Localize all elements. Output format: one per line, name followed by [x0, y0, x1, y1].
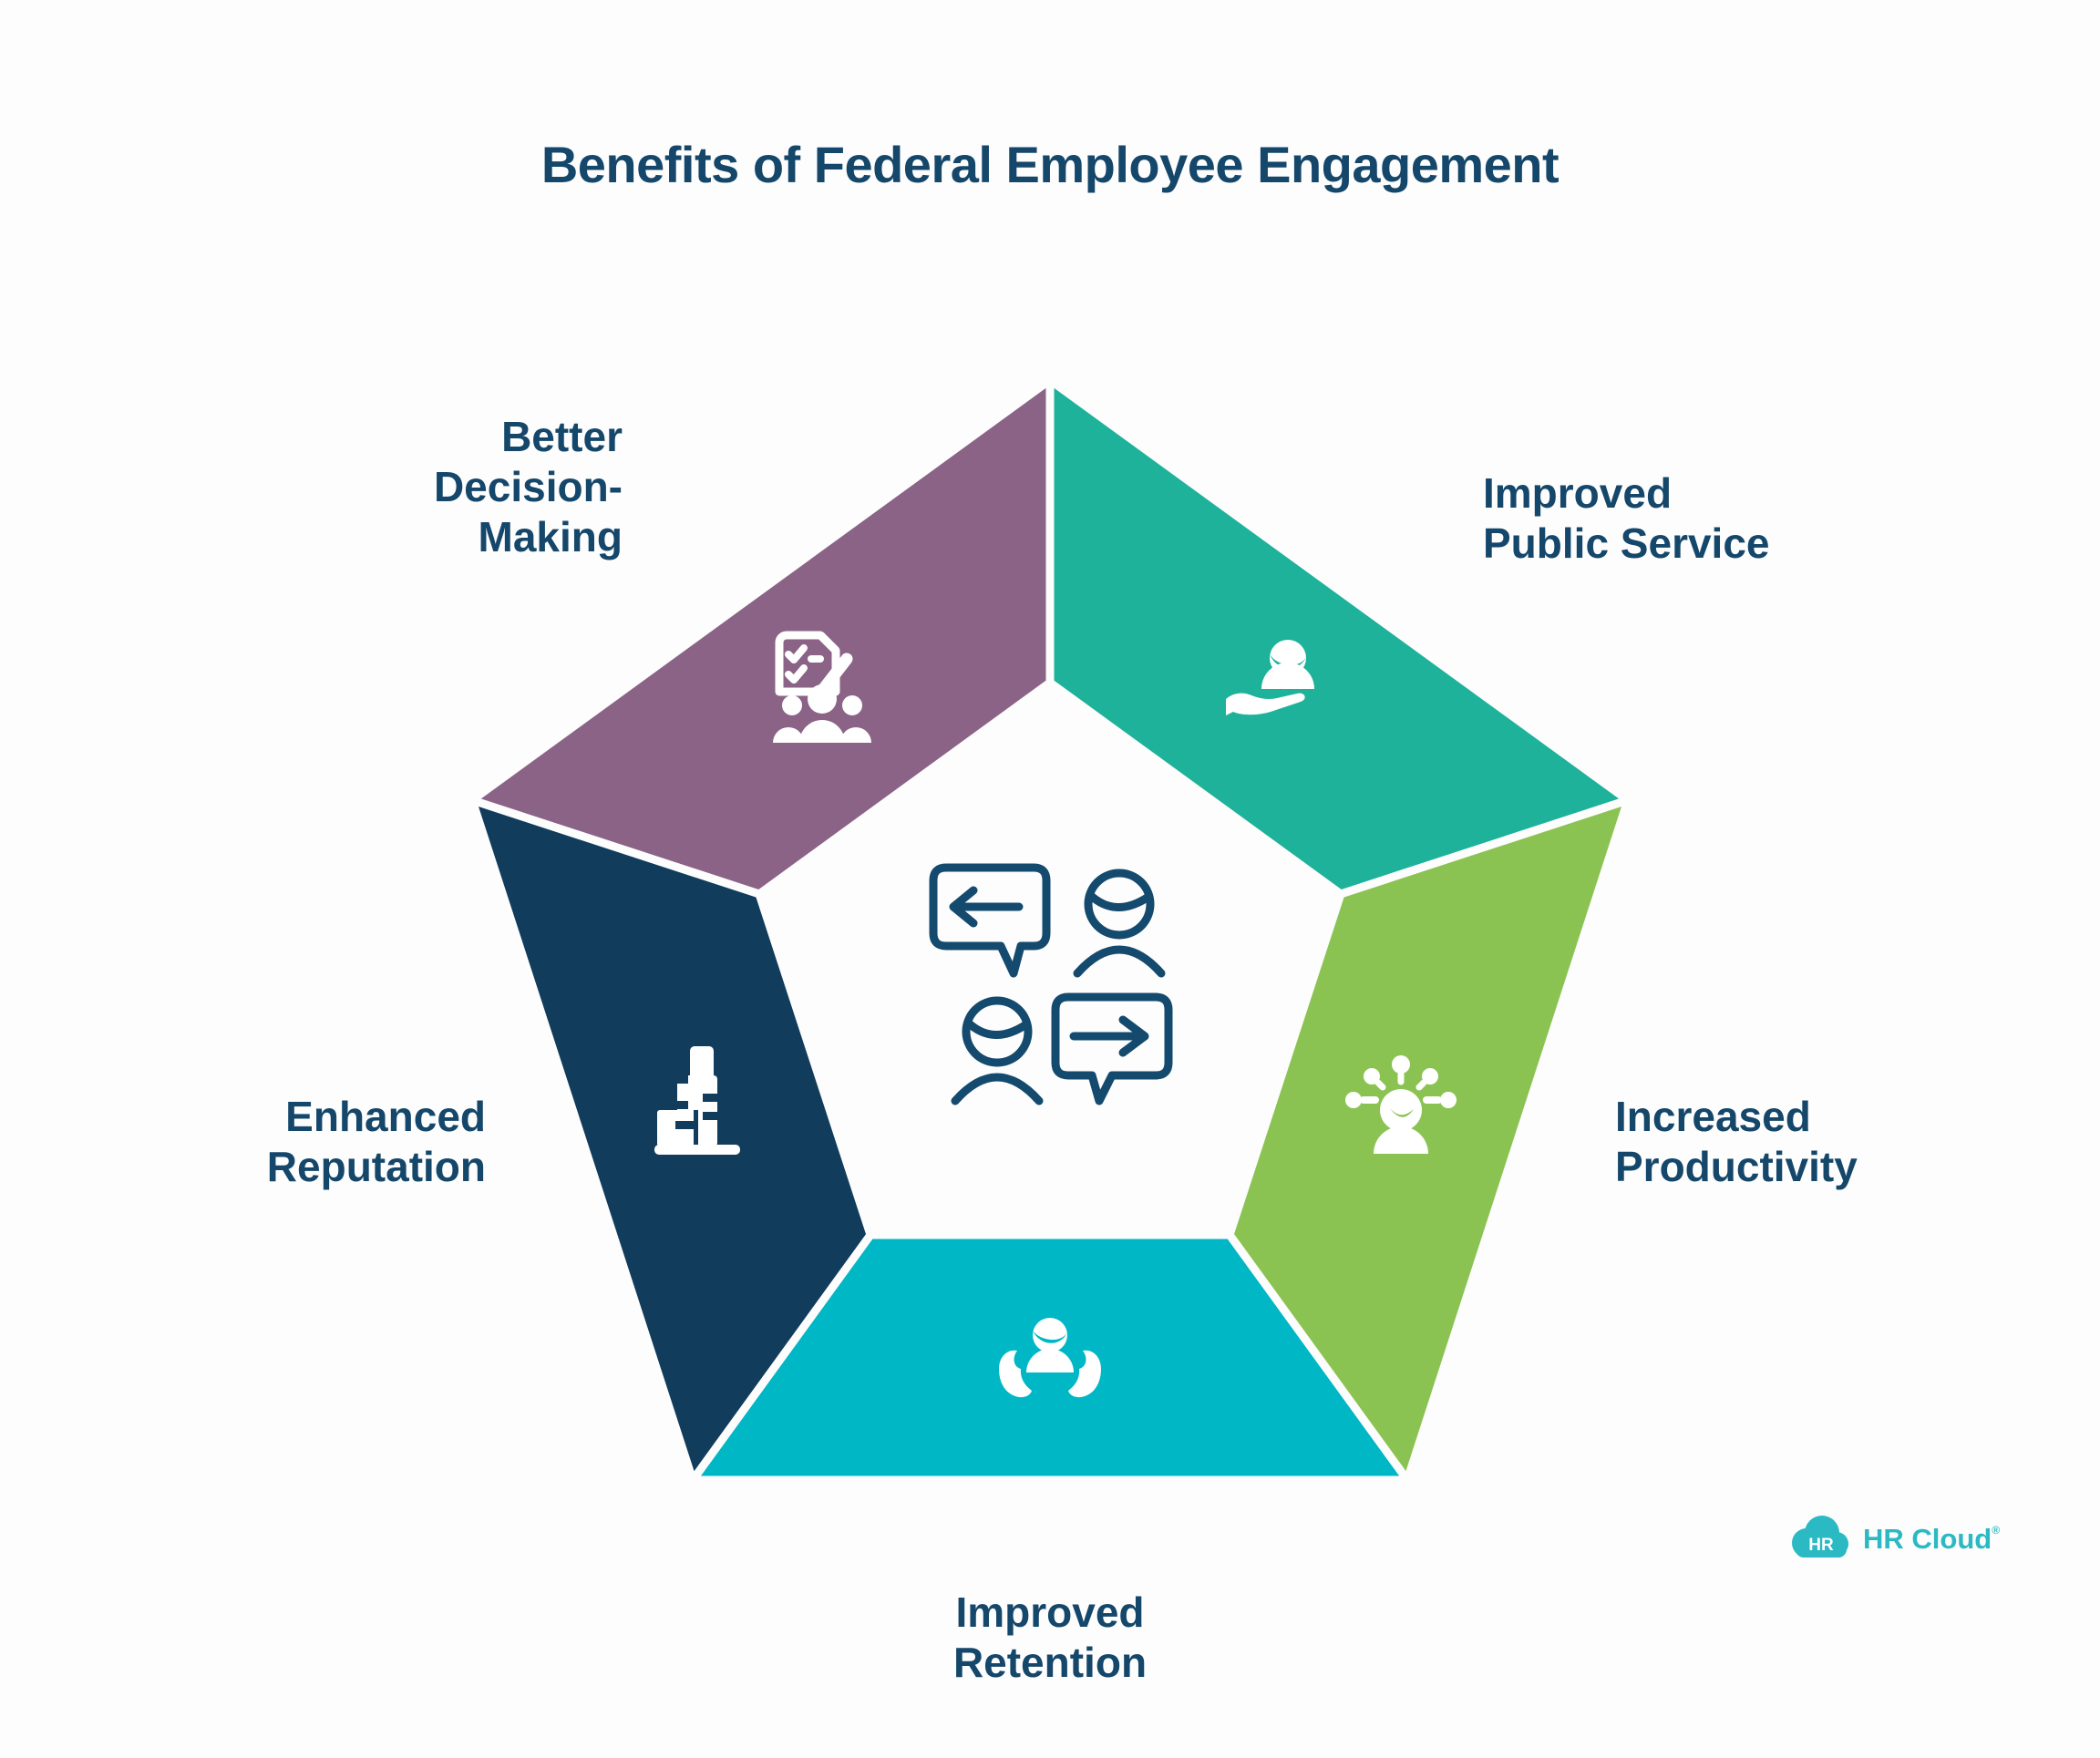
hr-cloud-icon: HR [1792, 1516, 1848, 1558]
hr-cloud-wordmark: HR Cloud® [1863, 1523, 2000, 1556]
label-line: Productivity [1615, 1143, 1858, 1190]
label-improved-public-service: Improved Public Service [1483, 468, 1770, 569]
idea-person-icon [1345, 1055, 1457, 1154]
label-line: Retention [952, 1639, 1148, 1686]
label-increased-productivity: Increased Productivity [1615, 1092, 1858, 1192]
label-enhanced-reputation: Enhanced Reputation [267, 1092, 486, 1192]
hr-badge-text: HR [1808, 1536, 1834, 1555]
logo-text: HR Cloud [1863, 1523, 1992, 1555]
label-improved-retention: Improved Retention [913, 1588, 1187, 1688]
page-title: Benefits of Federal Employee Engagement [540, 136, 1560, 193]
label-better-decision-making: Better Decision- Making [434, 412, 623, 562]
label-line: Enhanced [285, 1093, 486, 1140]
label-line: Making [478, 513, 623, 560]
label-line: Decision- [433, 463, 623, 510]
conversation-icon [929, 863, 1173, 1105]
hr-cloud-logo: HR HR Cloud® [1788, 1513, 2000, 1566]
label-line: Improved [1483, 469, 1673, 517]
hand-person-icon [1226, 640, 1314, 715]
checklist-people-icon [773, 631, 871, 743]
label-line: Improved [955, 1588, 1145, 1636]
building-icon [654, 1046, 740, 1155]
label-line: Increased [1615, 1093, 1811, 1140]
label-line: Reputation [266, 1143, 486, 1190]
label-line: Public Service [1483, 519, 1770, 567]
label-line: Better [501, 413, 623, 460]
hands-person-icon [999, 1318, 1101, 1398]
logo-trademark: ® [1992, 1524, 2001, 1537]
segment-improved-public-service [1045, 375, 1632, 899]
